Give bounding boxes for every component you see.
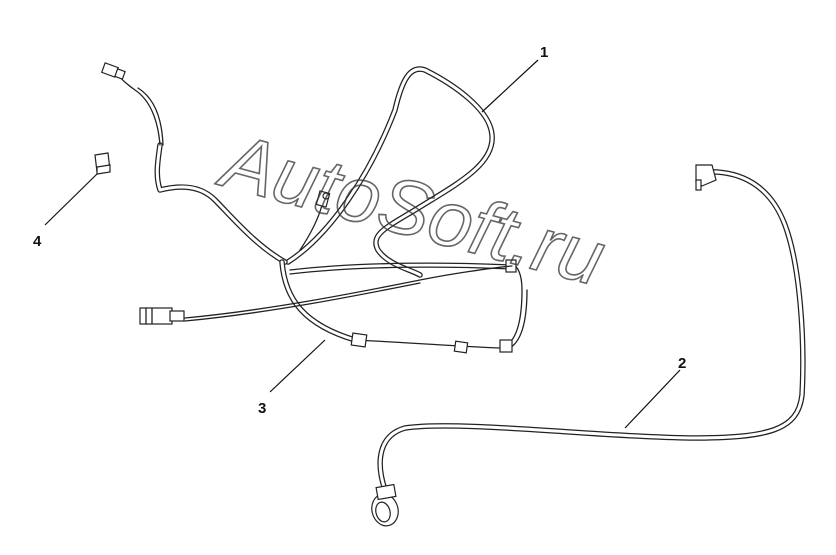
leader-line-2 (624, 369, 681, 429)
inline-connector-a (350, 332, 368, 348)
leader-line-4 (44, 173, 98, 226)
item-4-clip (94, 152, 111, 175)
callout-1: 1 (540, 44, 548, 61)
callout-3: 3 (258, 400, 266, 417)
inline-connector-b (453, 340, 469, 354)
inline-connector-c (499, 339, 513, 353)
callout-4: 4 (33, 233, 42, 250)
callout-2: 2 (678, 355, 686, 372)
harness-2 (371, 164, 806, 527)
leader-line-1 (481, 59, 539, 113)
left-plug-connector (139, 307, 173, 325)
leader-line-3 (269, 339, 326, 393)
harness-1 (100, 62, 513, 278)
cable-left-connector (139, 265, 513, 325)
harness-3 (279, 259, 528, 354)
